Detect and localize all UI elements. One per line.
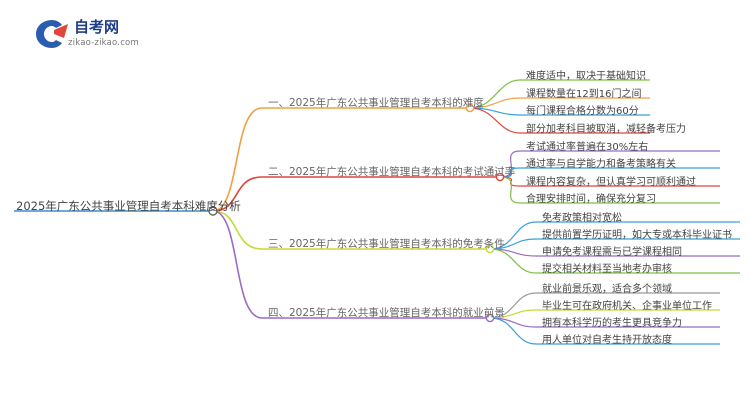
branch-1-label[interactable]: 一、2025年广东公共事业管理自考本科的难度 [268,97,484,109]
root-to-branch-3-connector [212,210,263,250]
branch-1-node [465,103,475,113]
logo-icon [36,20,68,48]
root-node-label[interactable]: 2025年广东公共事业管理自考本科难度分析 [16,199,241,213]
leaf-4-3[interactable]: 拥有本科学历的考生更具竞争力 [542,318,682,329]
leaf-3-1[interactable]: 免考政策相对宽松 [542,213,622,224]
branch-2-label[interactable]: 二、2025年广东公共事业管理自考本科的考试通过率 [268,166,516,178]
branch-2-node [495,172,505,182]
branch-2-leaf-4-connector [499,176,521,204]
leaf-1-3[interactable]: 每门课程合格分数为60分 [526,106,639,117]
leaf-3-3[interactable]: 申请免考课程需与已学课程相同 [542,247,682,258]
leaf-4-2[interactable]: 毕业生可在政府机关、企事业单位工作 [542,301,712,312]
logo-title: 自考网 [74,18,120,36]
branch-3-leaf-4-connector [489,248,537,274]
logo-url: zikao-zikao.com [68,38,139,48]
root-node [208,206,218,216]
branch-3-node [485,244,495,254]
leaf-3-4[interactable]: 提交相关材料至当地考办审核 [542,264,672,275]
leaf-2-3[interactable]: 课程内容复杂，但认真学习可顺利通过 [526,177,696,188]
root-to-branch-2-connector [212,176,263,212]
branch-3-label[interactable]: 三、2025年广东公共事业管理自考本科的免考条件 [268,238,505,250]
leaf-2-2[interactable]: 通过率与自学能力和备考策略有关 [526,159,676,170]
leaf-1-2[interactable]: 课程数量在12到16门之间 [526,89,642,100]
branch-4-label[interactable]: 四、2025年广东公共事业管理自考本科的就业前景 [268,307,505,319]
leaf-3-2[interactable]: 提供前置学历证明，如大专或本科毕业证书 [542,230,732,241]
leaf-4-4[interactable]: 用人单位对自考生持开放态度 [542,335,672,346]
leaf-1-4[interactable]: 部分加考科目被取消，减轻备考压力 [526,124,686,135]
leaf-4-1[interactable]: 就业前景乐观，适合多个领域 [542,284,672,295]
root-to-branch-1-connector [212,107,263,212]
branch-4-node [485,313,495,323]
branch-4-leaf-4-connector [489,317,537,345]
site-logo[interactable]: 自考网 zikao-zikao.com [34,14,164,54]
branch-1-leaf-4-connector [469,107,521,134]
leaf-2-1[interactable]: 考试通过率普遍在30%左右 [526,142,649,153]
leaf-1-1[interactable]: 难度适中，取决于基础知识 [526,71,646,82]
leaf-2-4[interactable]: 合理安排时间，确保充分复习 [526,194,656,205]
root-to-branch-4-connector [212,210,263,319]
